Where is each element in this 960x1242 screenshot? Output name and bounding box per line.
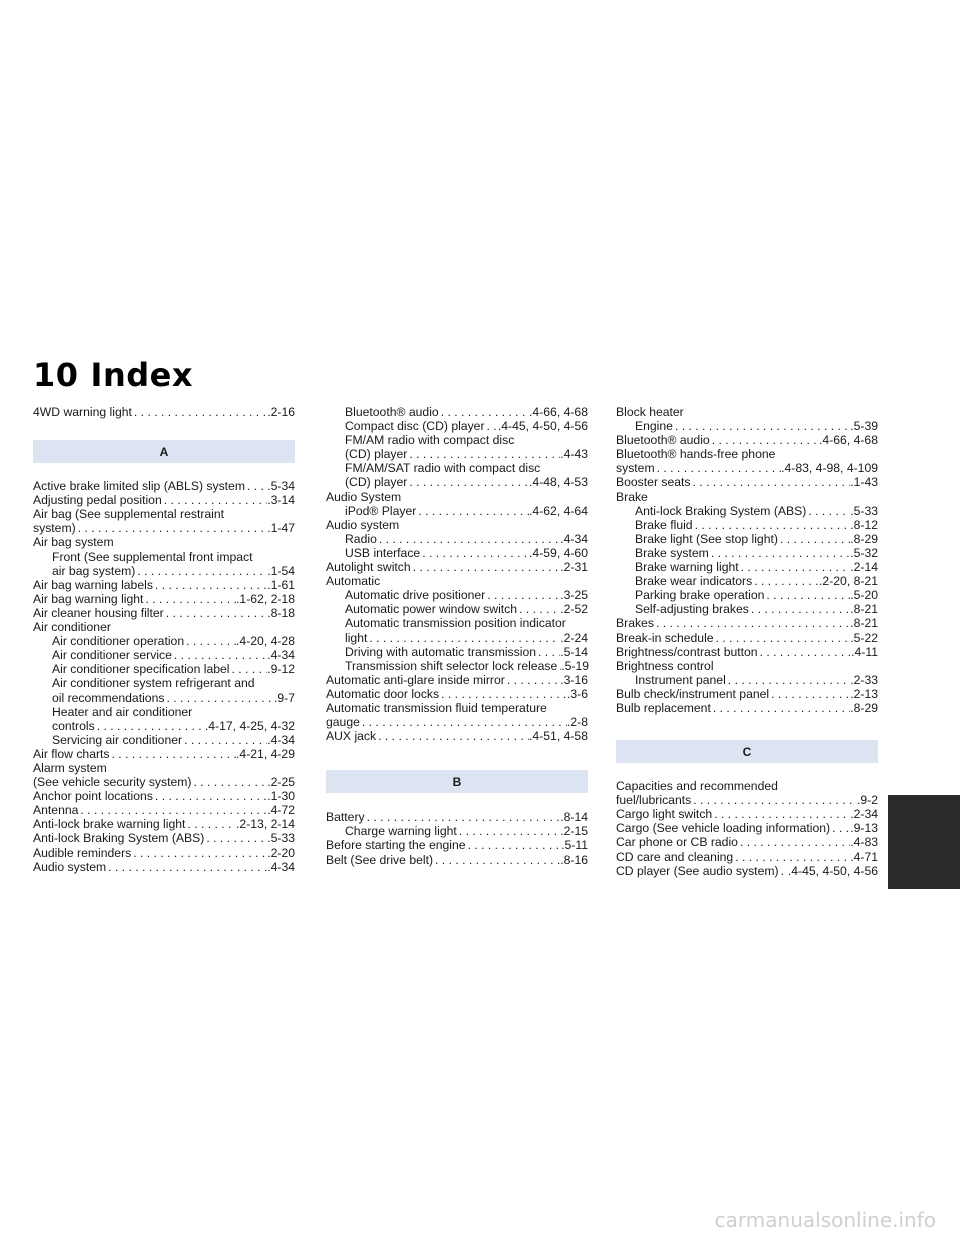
index-entry[interactable]: Antenna.4-72 — [33, 803, 295, 817]
index-column-2: Bluetooth® audio.4-66, 4-68 Compact disc… — [326, 405, 589, 867]
index-entry[interactable]: Air cleaner housing filter.8-18 — [33, 606, 295, 620]
index-entry[interactable]: Air conditioner operation.4-20, 4-28 — [33, 634, 295, 648]
index-entry[interactable]: Audible reminders.2-20 — [33, 846, 295, 860]
index-entry[interactable]: Brake warning light.2-14 — [616, 560, 878, 574]
chapter-tab — [888, 795, 960, 889]
index-column-1: 4WD warning light.2-16 A Active brake li… — [33, 405, 295, 874]
index-entry-line: Air conditioner system refrigerant and — [52, 676, 255, 691]
index-entry[interactable]: controls.4-17, 4-25, 4-32 — [33, 719, 295, 733]
index-entry[interactable]: Air flow charts.4-21, 4-29 — [33, 747, 295, 761]
index-entry[interactable]: Brightness/contrast button.4-11 — [616, 645, 878, 659]
index-entry[interactable]: Transmission shift selector lock release… — [326, 659, 589, 673]
index-entry[interactable]: Bulb replacement.8-29 — [616, 701, 878, 715]
index-entry-line: Front (See supplemental front impact — [52, 549, 253, 564]
index-entry[interactable]: Engine.5-39 — [616, 419, 878, 433]
index-entry[interactable]: AUX jack.4-51, 4-58 — [326, 729, 588, 743]
index-entry[interactable]: Cargo light switch.2-34 — [616, 807, 878, 821]
index-heading: Automatic — [326, 574, 381, 589]
index-entry[interactable]: Anti-lock Braking System (ABS).5-33 — [616, 504, 878, 518]
index-heading: Brake — [616, 489, 648, 504]
index-entry[interactable]: (See vehicle security system).2-25 — [33, 775, 295, 789]
index-entry[interactable]: 4WD warning light.2-16 — [33, 405, 295, 419]
index-entry[interactable]: oil recommendations.9-7 — [33, 691, 295, 705]
index-entry[interactable]: Booster seats.1-43 — [616, 475, 878, 489]
index-entry-line: FM/AM radio with compact disc — [345, 433, 515, 448]
index-entry[interactable]: Brake light (See stop light).8-29 — [616, 532, 878, 546]
index-entry[interactable]: Adjusting pedal position.3-14 — [33, 493, 295, 507]
section-header-b: B — [326, 770, 588, 794]
index-entry[interactable]: Radio.4-34 — [326, 532, 588, 546]
index-entry[interactable]: Air bag warning light.1-62, 2-18 — [33, 592, 295, 606]
index-entry[interactable]: Air bag warning labels.1-61 — [33, 578, 295, 592]
index-entry[interactable]: Car phone or CB radio.4-83 — [616, 835, 878, 849]
index-entry[interactable]: Brake fluid.8-12 — [616, 518, 878, 532]
index-entry[interactable]: Anti-lock brake warning light.2-13, 2-14 — [33, 817, 295, 831]
index-entry[interactable]: CD player (See audio system).4-45, 4-50,… — [616, 864, 878, 878]
chapter-number: 10 — [33, 356, 79, 394]
index-entry[interactable]: Driving with automatic transmission.5-14 — [326, 645, 588, 659]
index-entry[interactable]: Cargo (See vehicle loading information).… — [616, 821, 878, 835]
index-entry[interactable]: Audio system.4-34 — [33, 860, 295, 874]
chapter-title: Index — [90, 356, 193, 394]
index-heading: Audio System — [326, 489, 402, 504]
watermark: carmanualsonline.info — [714, 1208, 936, 1232]
index-heading: Block heater — [616, 405, 684, 419]
index-entry[interactable]: Brake system.5-32 — [616, 546, 878, 560]
index-entry[interactable]: fuel/lubricants.9-2 — [616, 793, 878, 807]
index-entry-line: Heater and air conditioner — [52, 704, 193, 719]
index-entry[interactable]: USB interface.4-59, 4-60 — [326, 546, 588, 560]
index-entry[interactable]: system).1-47 — [33, 521, 295, 535]
index-entry-line: Air bag (See supplemental restraint — [33, 507, 225, 522]
index-entry[interactable]: Active brake limited slip (ABLS) system.… — [33, 479, 295, 493]
index-entry[interactable]: Bulb check/instrument panel.2-13 — [616, 687, 878, 701]
index-entry[interactable]: Belt (See drive belt).8-16 — [326, 853, 588, 867]
page-title: 10 Index — [33, 356, 193, 394]
index-entry[interactable]: Charge warning light.2-15 — [326, 824, 588, 838]
index-heading: Audio system — [326, 517, 400, 532]
index-entry[interactable]: gauge.2-8 — [326, 715, 588, 729]
section-header-a: A — [33, 440, 295, 464]
index-heading: Air bag system — [33, 535, 114, 550]
index-entry[interactable]: Brakes.8-21 — [616, 616, 878, 630]
index-heading: Air conditioner — [33, 620, 111, 635]
index-entry[interactable]: iPod® Player.4-62, 4-64 — [326, 504, 588, 518]
index-entry-line: FM/AM/SAT radio with compact disc — [345, 461, 541, 476]
index-entry[interactable]: Bluetooth® audio.4-66, 4-68 — [616, 433, 878, 447]
index-entry[interactable]: Automatic anti-glare inside mirror.3-16 — [326, 673, 588, 687]
index-entry-line: Bluetooth® hands-free phone — [616, 447, 776, 462]
index-entry[interactable]: Before starting the engine.5-11 — [326, 838, 588, 852]
index-entry-line: Capacities and recommended — [616, 779, 778, 794]
index-entry[interactable]: Automatic drive positioner.3-25 — [326, 588, 588, 602]
index-entry[interactable]: Brake wear indicators.2-20, 8-21 — [616, 574, 878, 588]
index-entry[interactable]: Bluetooth® audio.4-66, 4-68 — [326, 405, 588, 419]
index-entry[interactable]: light.2-24 — [326, 631, 588, 645]
index-entry[interactable]: Self-adjusting brakes.8-21 — [616, 602, 878, 616]
index-entry[interactable]: Air conditioner specification label.9-12 — [33, 662, 295, 676]
index-entry[interactable]: Autolight switch.2-31 — [326, 560, 588, 574]
index-entry[interactable]: Air conditioner service.4-34 — [33, 648, 295, 662]
index-entry[interactable]: Compact disc (CD) player.4-45, 4-50, 4-5… — [326, 419, 588, 433]
section-header-c: C — [616, 740, 878, 764]
index-entry[interactable]: system.4-83, 4-98, 4-109 — [616, 461, 878, 475]
index-heading: Alarm system — [33, 760, 107, 775]
index-entry[interactable]: Break-in schedule.5-22 — [616, 631, 878, 645]
index-entry[interactable]: Automatic door locks.3-6 — [326, 687, 588, 701]
index-entry[interactable]: air bag system).1-54 — [33, 564, 295, 578]
index-entry[interactable]: Instrument panel.2-33 — [616, 673, 878, 687]
index-entry-line: Automatic transmission position indicato… — [345, 616, 566, 631]
index-entry[interactable]: Battery.8-14 — [326, 810, 588, 824]
index-column-3: Block heater Engine.5-39 Bluetooth® audi… — [616, 405, 878, 878]
index-entry[interactable]: (CD) player.4-48, 4-53 — [326, 475, 588, 489]
index-entry[interactable]: (CD) player.4-43 — [326, 447, 588, 461]
index-entry-line: Automatic transmission fluid temperature — [326, 700, 547, 715]
index-entry[interactable]: Anti-lock Braking System (ABS).5-33 — [33, 831, 295, 845]
index-entry[interactable]: Parking brake operation.5-20 — [616, 588, 878, 602]
index-entry[interactable]: Servicing air conditioner.4-34 — [33, 733, 295, 747]
index-entry[interactable]: CD care and cleaning.4-71 — [616, 850, 878, 864]
index-entry[interactable]: Automatic power window switch.2-52 — [326, 602, 588, 616]
index-entry[interactable]: Anchor point locations.1-30 — [33, 789, 295, 803]
index-heading: Brightness control — [616, 658, 714, 673]
